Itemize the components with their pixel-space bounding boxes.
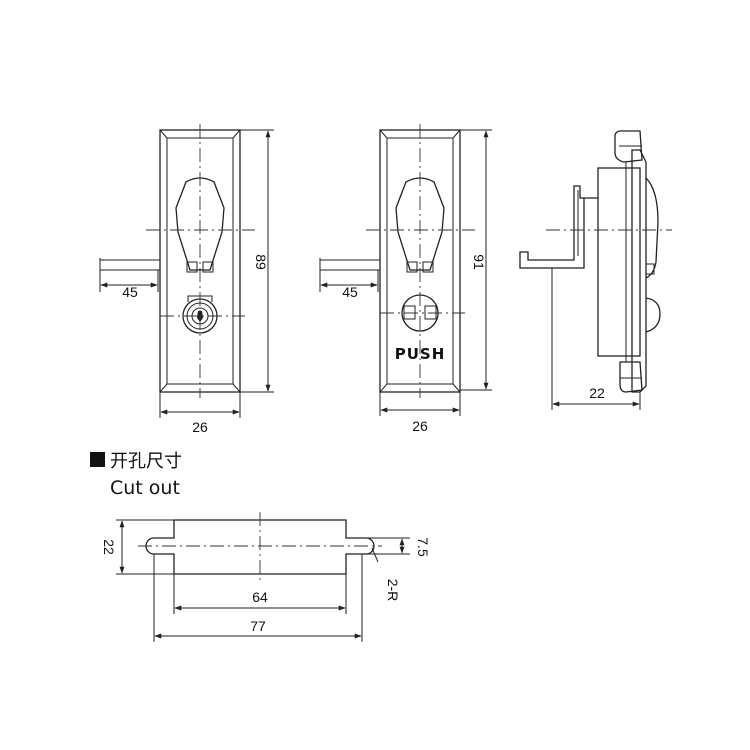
push-button-slot-left [403, 305, 416, 320]
cutout-title-en: Cut out [110, 477, 180, 499]
side-body [597, 167, 641, 357]
height-dimension-label: 91 [471, 254, 487, 270]
handle-slot-right [202, 261, 214, 273]
handle-slot-left [186, 261, 198, 273]
handle-slot-left [406, 261, 418, 273]
section-bullet-icon [90, 452, 105, 467]
offset-dimension-label: 45 [342, 284, 358, 300]
cutout-height-label: 22 [101, 539, 117, 555]
cutout-title-cn: 开孔尺寸 [110, 451, 182, 472]
outer-width-label: 77 [250, 618, 266, 634]
bottom-cap [619, 361, 643, 393]
latch-arm [519, 185, 598, 269]
front-view-key-lock: 45 89 26 [99, 124, 274, 435]
plate-chamfers [159, 129, 241, 393]
button-bump [645, 297, 661, 333]
front-plate-profile [631, 149, 647, 393]
radius-leader-line [371, 547, 379, 563]
handle-outline [395, 177, 445, 271]
cutout-drawing: 22 7.5 2-R 64 77 [101, 512, 431, 642]
cutout-section-title: 开孔尺寸 Cut out [90, 451, 182, 499]
height-dimension-label: 89 [253, 254, 269, 270]
width-dimension-label: 26 [412, 418, 428, 434]
radius-label: 2-R [385, 579, 401, 602]
offset-dimension-label: 45 [122, 284, 138, 300]
inner-width-label: 64 [252, 589, 268, 605]
push-button-slot-right [424, 305, 437, 320]
push-label: PUSH [395, 345, 446, 363]
width-dimension-label: 26 [192, 419, 208, 435]
top-cap [614, 130, 643, 163]
plate-chamfers [379, 129, 461, 393]
front-view-push-lock: PUSH 45 91 26 [319, 124, 492, 434]
handle-slot-right [422, 261, 434, 273]
handle-bulge [645, 177, 659, 279]
small-knob [646, 263, 655, 275]
depth-dimension-label: 22 [589, 385, 605, 401]
side-view: 22 [519, 130, 672, 410]
handle-outline [175, 177, 225, 271]
slot-dimension-label: 7.5 [415, 537, 431, 557]
